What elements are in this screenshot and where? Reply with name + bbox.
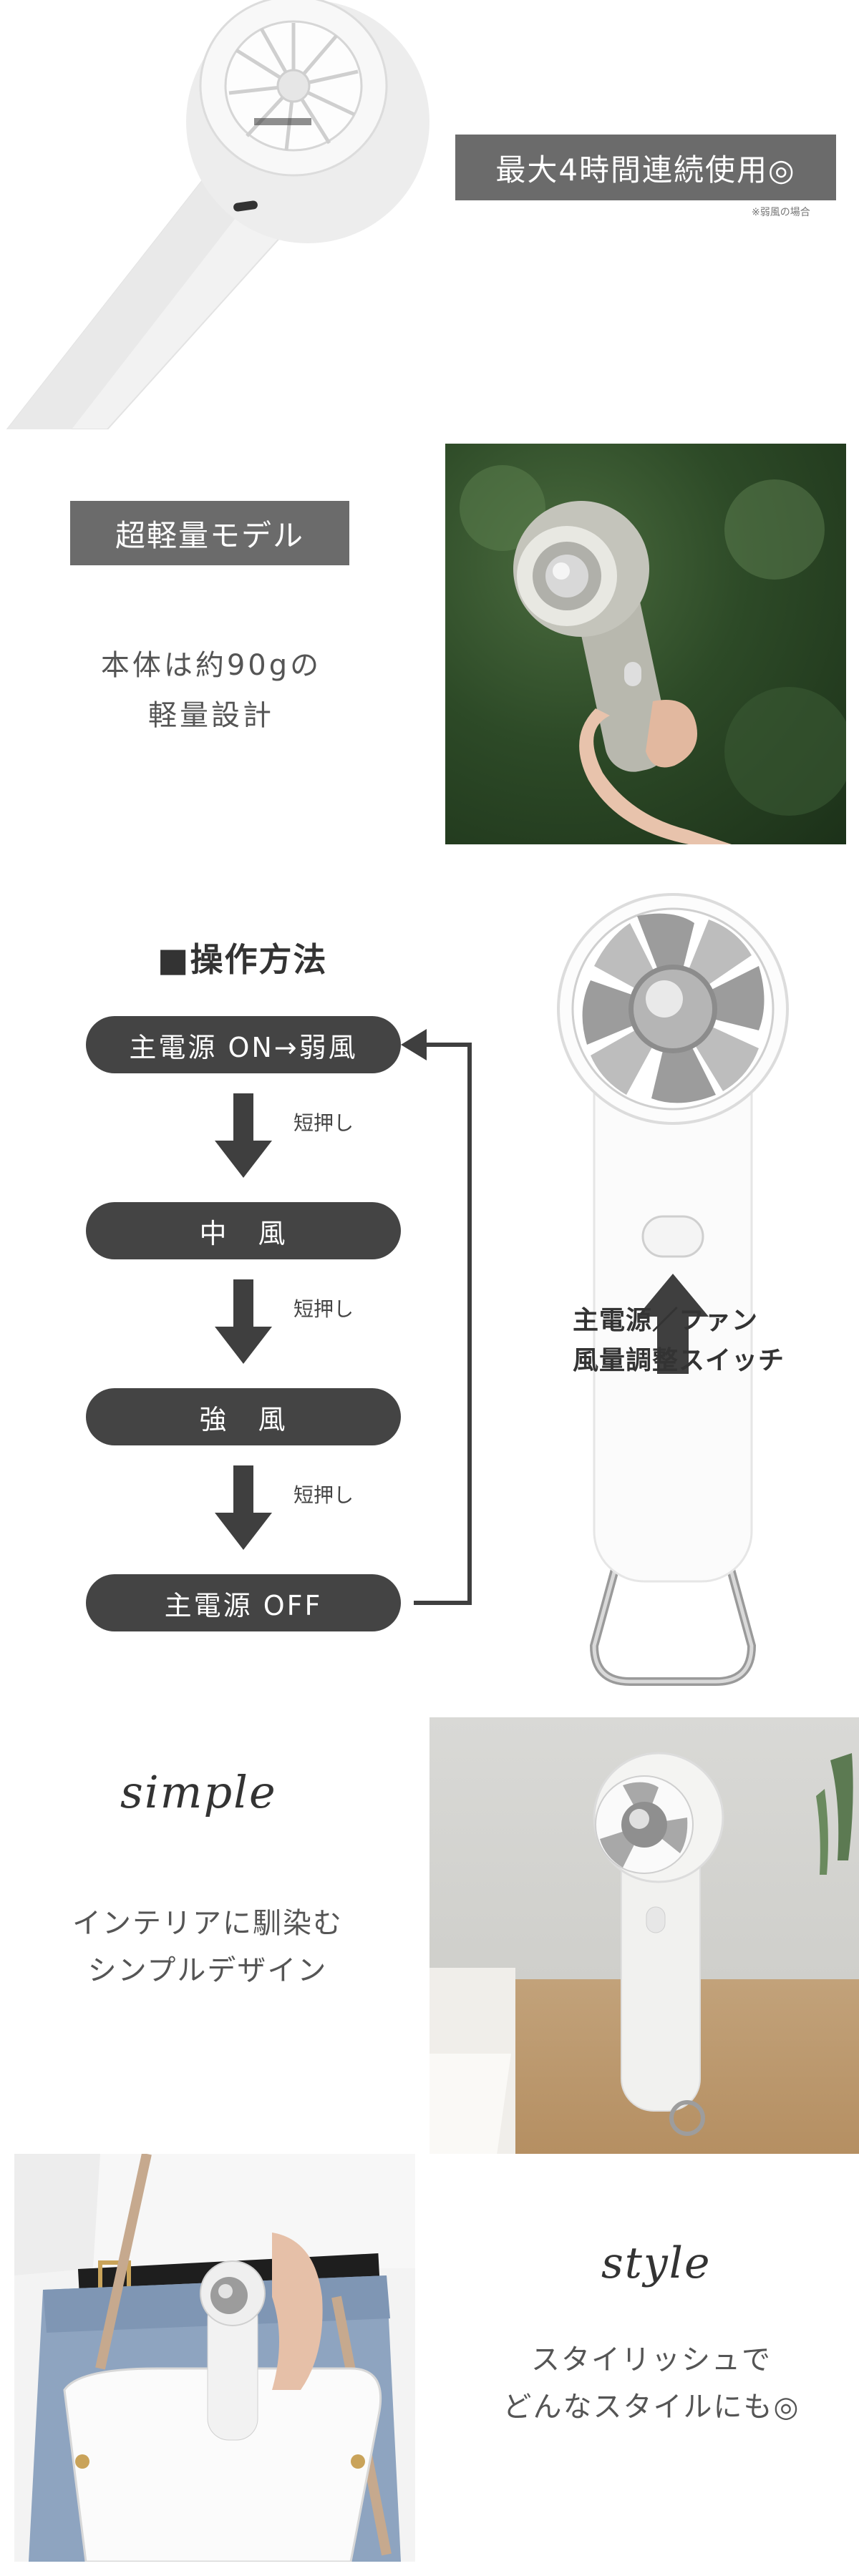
fan-front-illustration [557,893,789,1686]
step-strong: 強 風 [86,1388,401,1445]
step-medium: 中 風 [86,1202,401,1259]
fan-closeup-illustration [6,0,430,429]
style-line2: どんなスタイルにも◎ [503,2391,800,2424]
simple-line1: インテリアに馴染む [72,1907,343,1940]
down-arrow-icon [215,1465,272,1550]
hand-holding-fan-image [460,465,846,844]
lightweight-line2: 軽量設計 [148,699,274,732]
style-description: スタイリッシュで どんなスタイルにも◎ [458,2336,845,2431]
step-power-off: 主電源 OFF [86,1574,401,1631]
person-with-bag-image [14,2154,415,2562]
short-press-label: 短押し [293,1111,354,1135]
style-script-word: style [601,2238,712,2288]
fan-on-desk-photo [430,1717,859,2154]
short-press-label: 短押し [293,1483,354,1507]
battery-headline: 最大4時間連続使用◎ [455,135,836,200]
short-press-label: 短押し [293,1297,354,1321]
style-line1: スタイリッシュで [531,2343,772,2376]
simple-script-word: simple [120,1766,277,1818]
simple-description: インテリアに馴染む シンプルデザイン [21,1900,394,1994]
switch-description: 主電源／ファン 風量調整スイッチ [573,1301,845,1381]
down-arrow-icon [215,1279,272,1364]
person-with-bag-photo [14,2154,415,2562]
lightweight-tag: 超軽量モデル [70,501,349,565]
battery-note: ※弱風の場合 [752,207,810,218]
lightweight-line1: 本体は約90gの [100,649,322,682]
hand-holding-fan-photo [445,444,846,844]
operation-title: ■操作方法 [157,940,328,979]
battery-section: 最大4時間連続使用◎ ※弱風の場合 [0,0,859,429]
switch-line2: 風量調整スイッチ [573,1346,785,1375]
down-arrow-icon [215,1093,272,1178]
step-power-on-weak: 主電源 ON→弱風 [86,1016,401,1073]
simple-line2: シンプルデザイン [87,1954,328,1987]
fan-on-desk-image [430,1752,853,2154]
lightweight-description: 本体は約90gの 軽量設計 [29,640,394,741]
loop-back-arrow-icon [401,1029,472,1605]
switch-line1: 主電源／ファン [573,1306,759,1335]
